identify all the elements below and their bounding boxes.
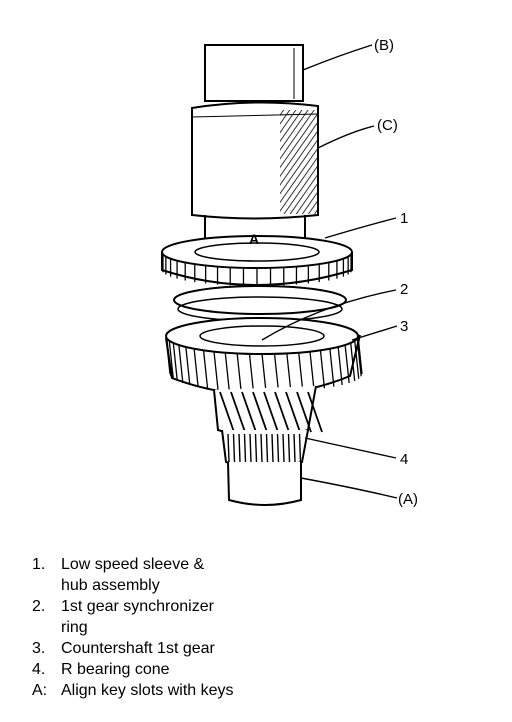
- legend-key: 1.: [32, 556, 46, 573]
- legend-line: ring: [61, 619, 88, 636]
- legend-line: R bearing cone: [61, 661, 170, 678]
- bearing-cone: [221, 429, 309, 468]
- legend-item: 3. Countershaft 1st gear: [32, 638, 492, 659]
- shaft-end: [227, 461, 302, 506]
- callout-3: 3: [400, 318, 408, 335]
- legend-line: Countershaft 1st gear: [61, 640, 215, 657]
- part-label-a: A: [249, 231, 259, 247]
- callout-b: (B): [374, 37, 394, 54]
- legend-text: Align key slots with keys: [61, 680, 492, 701]
- legend-text: R bearing cone: [61, 659, 492, 680]
- legend-line: 1st gear synchronizer: [61, 598, 214, 615]
- legend-line: Align key slots with keys: [61, 682, 234, 699]
- legend-item: 4. R bearing cone: [32, 659, 492, 680]
- legend-item: A: Align key slots with keys: [32, 680, 492, 701]
- callout-c: (C): [377, 117, 398, 134]
- callout-2: 2: [400, 281, 408, 298]
- low-speed-sleeve-hub: [161, 235, 353, 286]
- countershaft-assembly-diagram: (B) (C) 1 2 3 4 (A) A: [161, 37, 418, 508]
- legend-line: hub assembly: [61, 577, 160, 594]
- legend-line: Low speed sleeve &: [61, 556, 205, 573]
- callout-1: 1: [400, 210, 408, 227]
- legend-item: 1. Low speed sleeve & hub assembly: [32, 554, 492, 596]
- legend-key: A:: [32, 682, 48, 699]
- legend-item: 2. 1st gear synchronizer ring: [32, 596, 492, 638]
- callout-a: (A): [398, 491, 418, 508]
- legend-key: 3.: [32, 640, 46, 657]
- legend-text: Low speed sleeve & hub assembly: [61, 554, 492, 596]
- installer-tool: [191, 101, 319, 243]
- callout-4: 4: [400, 451, 408, 468]
- parts-legend: 1. Low speed sleeve & hub assembly 2. 1st ge…: [32, 554, 492, 701]
- leader-lines: [261, 44, 398, 499]
- legend-text: Countershaft 1st gear: [61, 638, 492, 659]
- legend-text: 1st gear synchronizer ring: [61, 596, 492, 638]
- synchronizer-ring: [173, 285, 347, 322]
- press-ram: [204, 44, 304, 102]
- legend-key: 2.: [32, 598, 46, 615]
- legend-key: 4.: [32, 661, 46, 678]
- countershaft-first-gear: [165, 317, 363, 439]
